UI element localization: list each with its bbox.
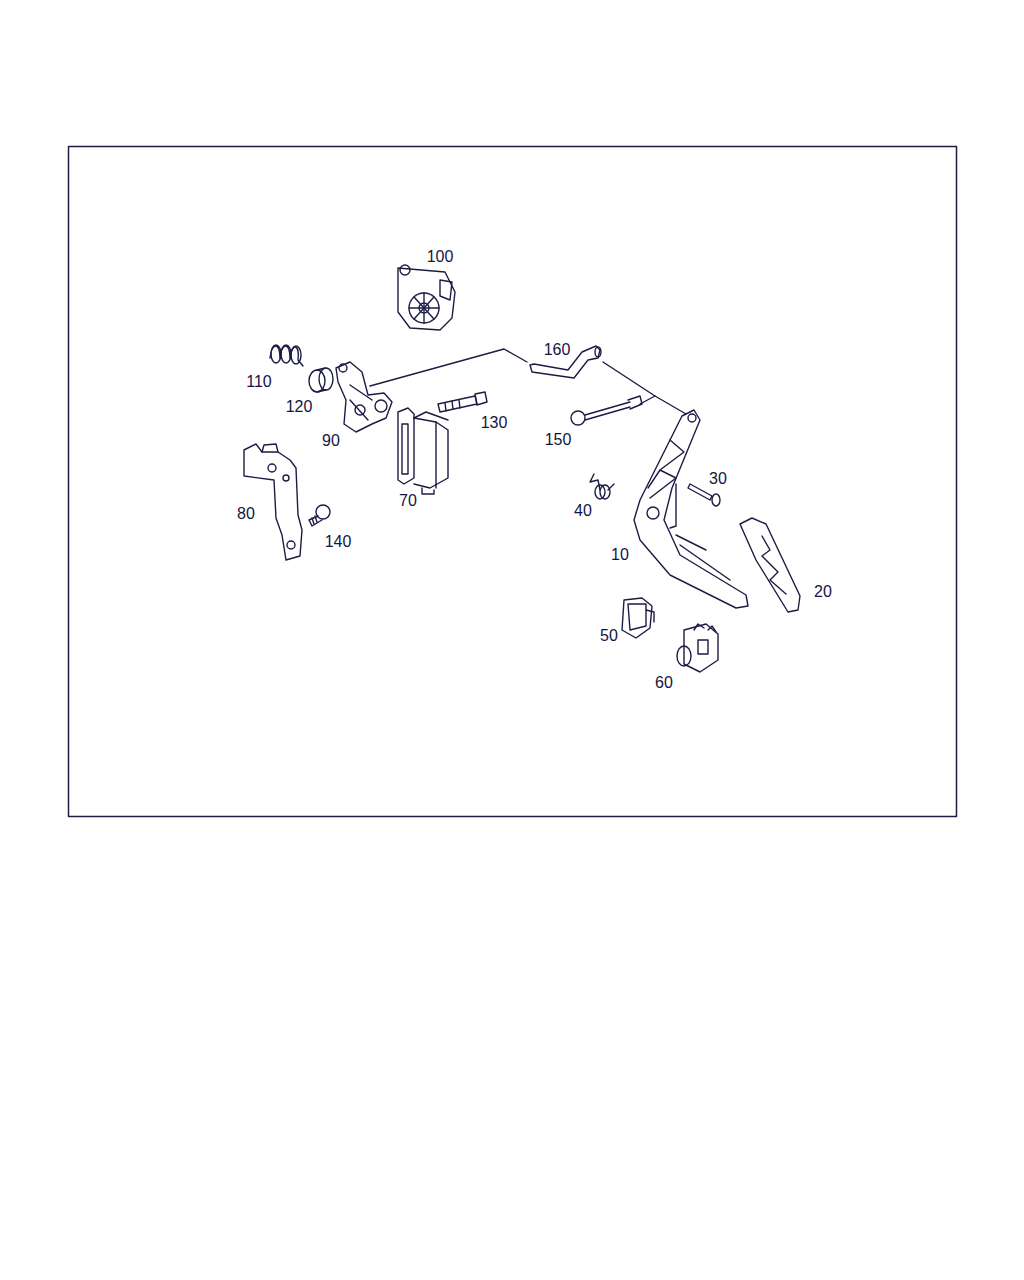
mounting-plate <box>244 444 302 560</box>
callout-number: 90 <box>321 432 341 450</box>
lever-part <box>336 362 392 432</box>
callout-number: 40 <box>573 502 593 520</box>
bolt <box>438 392 487 412</box>
callout-number: 60 <box>654 674 674 692</box>
callout-number: 80 <box>236 505 256 523</box>
callout-number: 160 <box>543 341 572 359</box>
callout-number: 150 <box>544 431 573 449</box>
screw <box>309 505 330 526</box>
callout-number: 50 <box>599 627 619 645</box>
coil-spring <box>270 345 303 366</box>
callout-number: 100 <box>426 248 455 266</box>
callout-number: 10 <box>610 546 630 564</box>
leader-line <box>370 349 527 386</box>
pedal-arm <box>634 410 748 608</box>
callout-number: 70 <box>398 492 418 510</box>
switch-part <box>622 598 654 638</box>
bracket-part <box>398 265 455 330</box>
pedal-pad <box>740 518 800 612</box>
callout-number: 120 <box>285 398 314 416</box>
callout-number: 30 <box>708 470 728 488</box>
switch-part <box>677 624 718 672</box>
connecting-rod <box>571 396 642 425</box>
callout-number: 110 <box>245 373 273 391</box>
callout-number: 140 <box>324 533 353 551</box>
sensor-module <box>398 408 448 494</box>
callout-number: 20 <box>813 583 833 601</box>
frame <box>69 147 957 817</box>
callout-number: 130 <box>480 414 509 432</box>
bushing <box>309 368 333 392</box>
torsion-spring <box>590 474 614 499</box>
